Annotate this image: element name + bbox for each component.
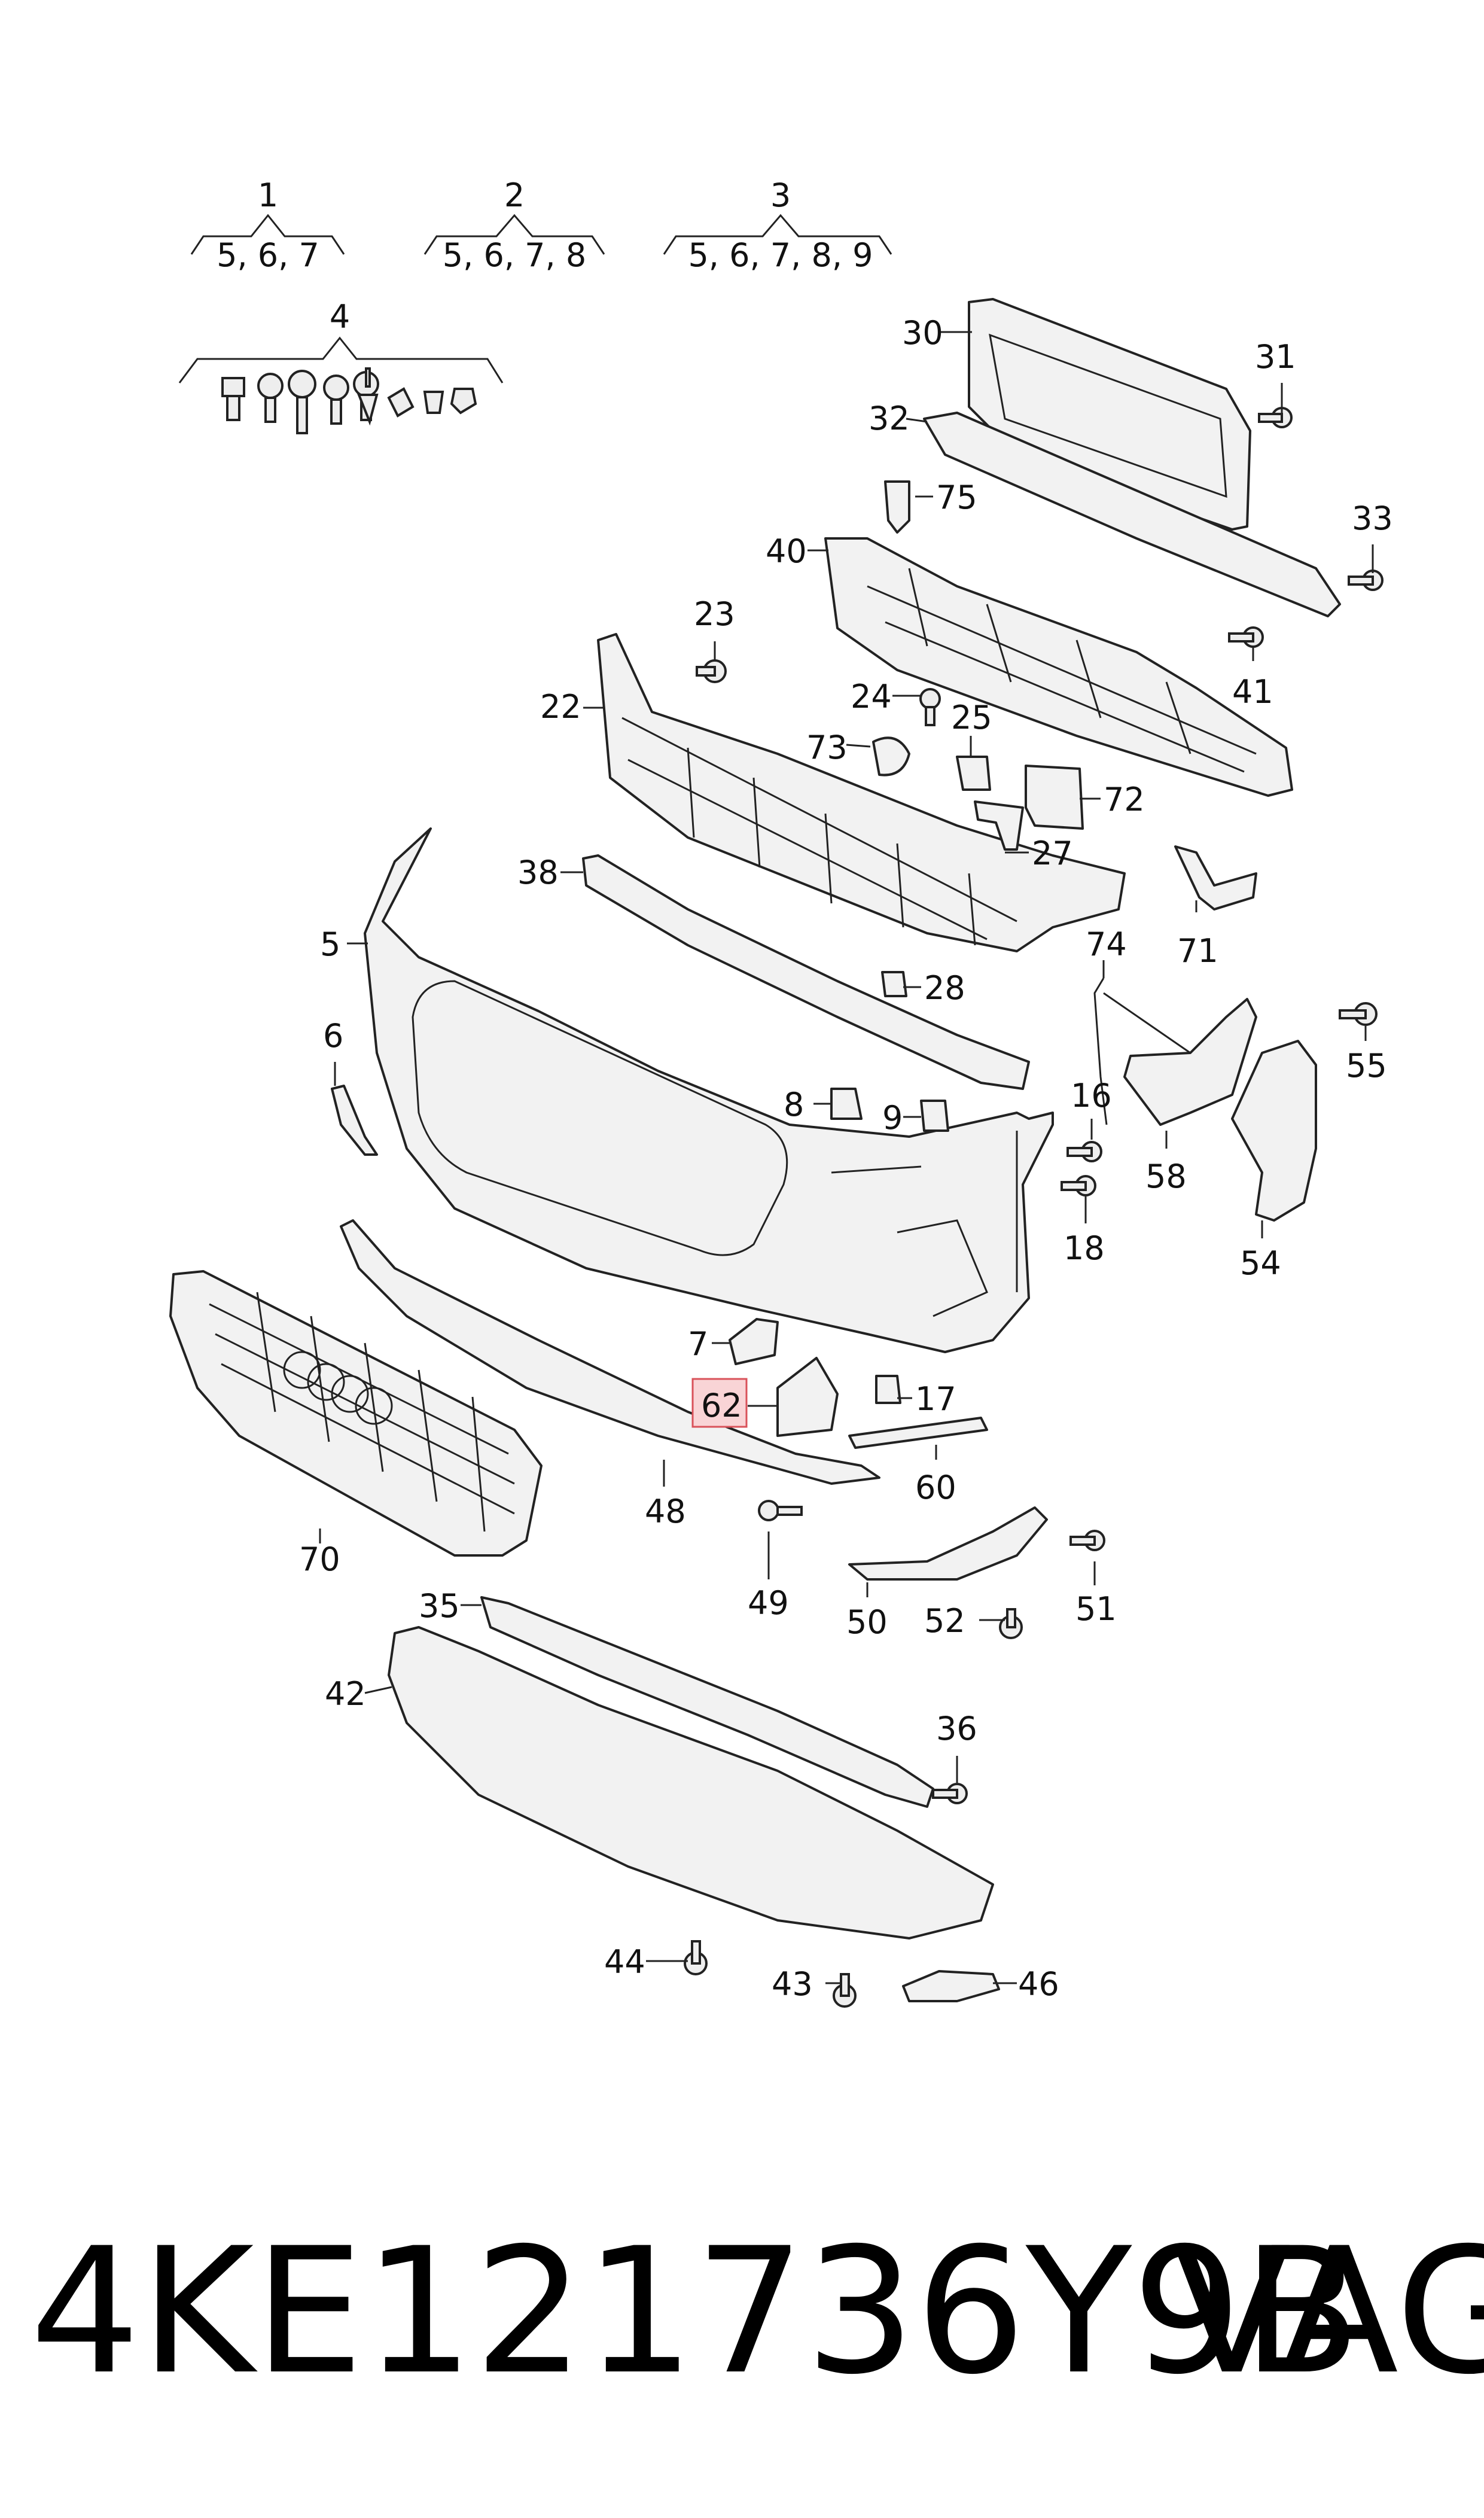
callout-30: 30 bbox=[902, 314, 943, 352]
part-62-shape bbox=[776, 1357, 839, 1437]
group-2-contents: 5, 6, 7, 8 bbox=[443, 236, 586, 274]
callout-70: 70 bbox=[299, 1540, 340, 1578]
part-25-shape bbox=[956, 756, 991, 791]
part-71-shape bbox=[1174, 845, 1257, 911]
leader-lines bbox=[319, 331, 1374, 1984]
part-58-shape bbox=[1123, 998, 1257, 1126]
callout-71: 71 bbox=[1177, 932, 1218, 970]
callout-52: 52 bbox=[924, 1602, 965, 1640]
part-5-grille-opening bbox=[412, 980, 788, 1256]
callout-74: 74 bbox=[1086, 925, 1127, 963]
callout-25: 25 bbox=[951, 699, 992, 736]
callout-labels: 30 31 32 75 33 40 23 41 22 24 25 73 72 2… bbox=[299, 314, 1393, 2003]
screw-icons bbox=[684, 407, 1384, 2008]
part-50-shape bbox=[848, 1506, 1048, 1581]
callout-35: 35 bbox=[419, 1587, 460, 1625]
part-73-shape bbox=[872, 736, 910, 777]
part-40-shape bbox=[824, 537, 1293, 797]
callout-9: 9 bbox=[882, 1099, 903, 1137]
callout-44: 44 bbox=[604, 1943, 645, 1981]
callout-17: 17 bbox=[915, 1380, 956, 1418]
part-75-shape bbox=[884, 480, 910, 534]
part-48-shape bbox=[340, 1219, 880, 1485]
group-header-4: 4 bbox=[178, 298, 504, 434]
callout-18: 18 bbox=[1064, 1229, 1105, 1267]
group-header-3: 3 5, 6, 7, 8, 9 bbox=[663, 176, 892, 274]
callout-8: 8 bbox=[784, 1086, 804, 1123]
callout-72: 72 bbox=[1104, 781, 1145, 818]
callout-7: 7 bbox=[688, 1325, 708, 1363]
group-2-number: 2 bbox=[504, 176, 525, 214]
callout-62: 62 bbox=[701, 1387, 742, 1424]
callout-42: 42 bbox=[325, 1675, 366, 1713]
callout-46: 46 bbox=[1018, 1965, 1059, 2003]
part-27-shape bbox=[974, 800, 1024, 851]
part-6-shape bbox=[331, 1085, 378, 1156]
callout-38: 38 bbox=[517, 854, 559, 891]
part-72-shape bbox=[1025, 765, 1084, 830]
group-3-number: 3 bbox=[770, 176, 791, 214]
callout-6: 6 bbox=[323, 1017, 343, 1055]
group-1-number: 1 bbox=[258, 176, 278, 214]
callout-41: 41 bbox=[1232, 673, 1273, 711]
part-30-shape bbox=[968, 298, 1251, 531]
callout-16: 16 bbox=[1071, 1077, 1112, 1115]
callout-24: 24 bbox=[851, 678, 892, 715]
callout-49: 49 bbox=[748, 1584, 789, 1622]
callout-55: 55 bbox=[1346, 1047, 1387, 1085]
group-4-number: 4 bbox=[330, 298, 350, 336]
callout-43: 43 bbox=[772, 1965, 813, 2003]
part-8-shape bbox=[830, 1088, 863, 1120]
part-35-shape bbox=[480, 1596, 934, 1808]
part-28-shape bbox=[881, 971, 907, 997]
group-header-2: 2 5, 6, 7, 8 bbox=[423, 176, 605, 274]
part-5-bumper-cover bbox=[364, 827, 1054, 1353]
callout-51: 51 bbox=[1075, 1590, 1117, 1628]
callout-28: 28 bbox=[924, 969, 965, 1007]
highlight-box-62 bbox=[691, 1378, 748, 1428]
callout-23: 23 bbox=[694, 595, 735, 633]
callout-31: 31 bbox=[1255, 338, 1296, 376]
part-38-shape bbox=[582, 854, 1030, 1090]
part-70-grille bbox=[169, 1270, 543, 1557]
part-7-shape bbox=[729, 1318, 779, 1365]
callout-22: 22 bbox=[540, 688, 581, 726]
group-1-contents: 5, 6, 7 bbox=[217, 236, 319, 274]
part-74-shape bbox=[1093, 978, 1191, 1125]
callout-40: 40 bbox=[766, 532, 807, 570]
callout-73: 73 bbox=[806, 729, 848, 766]
callout-32: 32 bbox=[869, 400, 910, 437]
part-32-shape bbox=[923, 412, 1341, 617]
part-54-shape bbox=[1231, 1040, 1317, 1222]
callout-5: 5 bbox=[320, 925, 340, 963]
part-46-shape bbox=[902, 1970, 1000, 2002]
callout-58: 58 bbox=[1145, 1158, 1187, 1195]
callout-48: 48 bbox=[645, 1493, 686, 1530]
part-42-shape bbox=[388, 1626, 994, 1940]
group-header-1: 1 5, 6, 7 bbox=[190, 176, 345, 274]
part-60-shape bbox=[848, 1417, 988, 1449]
callout-36: 36 bbox=[936, 1710, 977, 1747]
callout-54: 54 bbox=[1240, 1244, 1281, 1282]
callout-50: 50 bbox=[846, 1603, 888, 1641]
part-22-shape bbox=[597, 633, 1126, 952]
callout-60: 60 bbox=[915, 1469, 956, 1506]
callout-27: 27 bbox=[1032, 835, 1073, 872]
part-17-shape bbox=[875, 1375, 901, 1404]
part-9-shape bbox=[920, 1100, 949, 1132]
brand-name: VAG bbox=[1172, 2211, 1484, 2413]
group-3-contents: 5, 6, 7, 8, 9 bbox=[688, 236, 873, 274]
part-number-code: 4KE121736Y9B bbox=[30, 2211, 1361, 2413]
fastener-set-icon bbox=[221, 367, 477, 434]
callout-33: 33 bbox=[1352, 500, 1393, 537]
callout-75: 75 bbox=[936, 479, 977, 516]
